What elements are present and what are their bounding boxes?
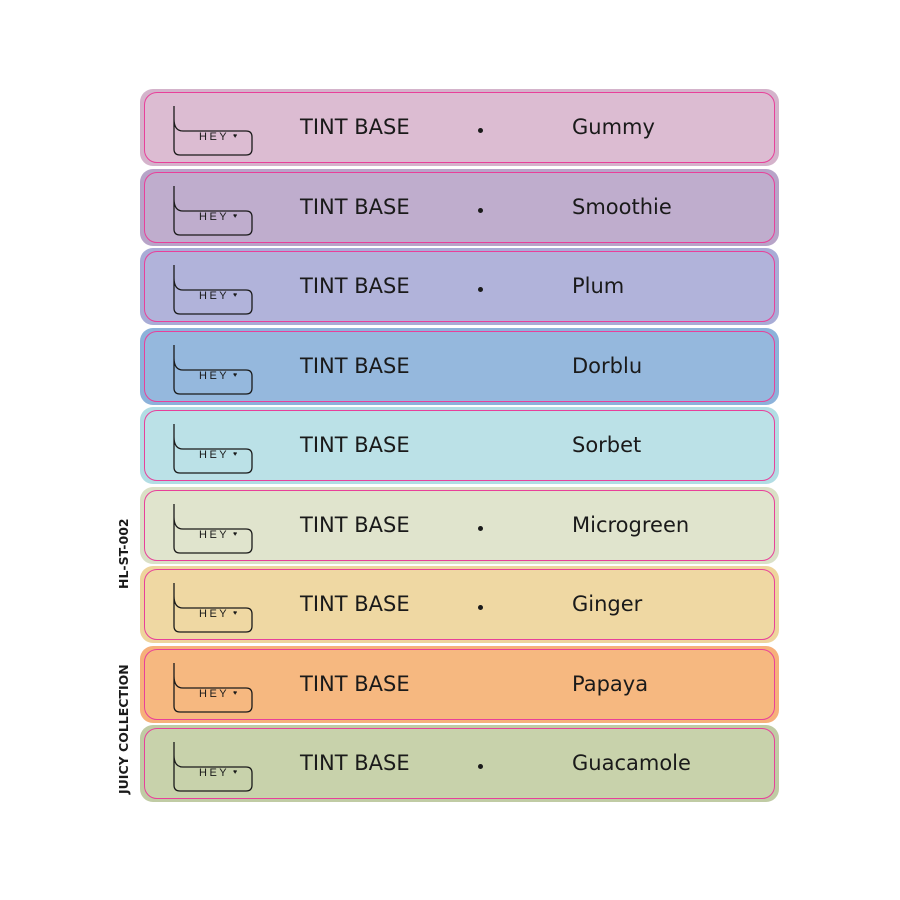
flavor-label: Microgreen (572, 513, 690, 537)
logo-text: HEY (199, 290, 230, 302)
collection-label: JUICY COLLECTION (116, 664, 131, 794)
hey-logo: HEY♥ (173, 264, 253, 316)
flavor-label: Plum (572, 274, 625, 298)
heart-icon: ♥ (233, 769, 238, 776)
logo-text: HEY (199, 370, 230, 382)
hey-logo: HEY♥ (173, 423, 253, 475)
strip-inner-panel: HEY♥ TINT BASE Ginger (144, 569, 775, 640)
tint-strip-papaya: HEY♥ TINT BASE Papaya (140, 646, 779, 723)
separator-dot (478, 526, 483, 531)
tint-strip-smoothie: HEY♥ TINT BASE Smoothie (140, 169, 779, 246)
heart-icon: ♥ (233, 292, 238, 299)
speech-bubble-icon (173, 583, 253, 633)
tint-strip-ginger: HEY♥ TINT BASE Ginger (140, 566, 779, 643)
strip-inner-panel: HEY♥ TINT BASE Gummy (144, 92, 775, 163)
strip-inner-panel: HEY♥ TINT BASE Guacamole (144, 728, 775, 799)
logo-text: HEY (199, 767, 230, 779)
tint-strip-guacamole: HEY♥ TINT BASE Guacamole (140, 725, 779, 802)
logo-text: HEY (199, 131, 230, 143)
heart-icon: ♥ (233, 372, 238, 379)
flavor-label: Ginger (572, 592, 643, 616)
strip-inner-panel: HEY♥ TINT BASE Dorblu (144, 331, 775, 402)
tint-base-label: TINT BASE (300, 751, 410, 775)
speech-bubble-icon (173, 186, 253, 236)
flavor-label: Guacamole (572, 751, 691, 775)
logo-text: HEY (199, 211, 230, 223)
tint-base-label: TINT BASE (300, 274, 410, 298)
strip-inner-panel: HEY♥ TINT BASE Microgreen (144, 490, 775, 561)
tint-strip-dorblu: HEY♥ TINT BASE Dorblu (140, 328, 779, 405)
tint-base-label: TINT BASE (300, 592, 410, 616)
hey-logo: HEY♥ (173, 105, 253, 157)
speech-bubble-icon (173, 504, 253, 554)
heart-icon: ♥ (233, 690, 238, 697)
separator-dot (478, 287, 483, 292)
tint-base-label: TINT BASE (300, 354, 410, 378)
strip-inner-panel: HEY♥ TINT BASE Plum (144, 251, 775, 322)
speech-bubble-icon (173, 663, 253, 713)
flavor-label: Gummy (572, 115, 655, 139)
hey-logo: HEY♥ (173, 185, 253, 237)
heart-icon: ♥ (233, 610, 238, 617)
separator-dot (478, 128, 483, 133)
strip-inner-panel: HEY♥ TINT BASE Papaya (144, 649, 775, 720)
tint-strip-microgreen: HEY♥ TINT BASE Microgreen (140, 487, 779, 564)
logo-text: HEY (199, 529, 230, 541)
tint-strip-gummy: HEY♥ TINT BASE Gummy (140, 89, 779, 166)
speech-bubble-icon (173, 345, 253, 395)
tint-base-label: TINT BASE (300, 115, 410, 139)
speech-bubble-icon (173, 106, 253, 156)
heart-icon: ♥ (233, 133, 238, 140)
tint-strip-sorbet: HEY♥ TINT BASE Sorbet (140, 407, 779, 484)
hey-logo: HEY♥ (173, 662, 253, 714)
hey-logo: HEY♥ (173, 582, 253, 634)
tint-strip-plum: HEY♥ TINT BASE Plum (140, 248, 779, 325)
flavor-label: Papaya (572, 672, 649, 696)
separator-dot (478, 764, 483, 769)
product-code-label: HL-ST-002 (116, 518, 131, 589)
flavor-label: Smoothie (572, 195, 672, 219)
tint-base-label: TINT BASE (300, 672, 410, 696)
heart-icon: ♥ (233, 451, 238, 458)
logo-text: HEY (199, 449, 230, 461)
hey-logo: HEY♥ (173, 344, 253, 396)
flavor-label: Sorbet (572, 433, 642, 457)
tint-base-label: TINT BASE (300, 195, 410, 219)
separator-dot (478, 605, 483, 610)
heart-icon: ♥ (233, 531, 238, 538)
logo-text: HEY (199, 688, 230, 700)
tint-base-label: TINT BASE (300, 433, 410, 457)
speech-bubble-icon (173, 424, 253, 474)
heart-icon: ♥ (233, 213, 238, 220)
strip-inner-panel: HEY♥ TINT BASE Sorbet (144, 410, 775, 481)
strip-inner-panel: HEY♥ TINT BASE Smoothie (144, 172, 775, 243)
flavor-label: Dorblu (572, 354, 643, 378)
speech-bubble-icon (173, 265, 253, 315)
separator-dot (478, 208, 483, 213)
hey-logo: HEY♥ (173, 503, 253, 555)
tint-base-label: TINT BASE (300, 513, 410, 537)
speech-bubble-icon (173, 742, 253, 792)
hey-logo: HEY♥ (173, 741, 253, 793)
logo-text: HEY (199, 608, 230, 620)
